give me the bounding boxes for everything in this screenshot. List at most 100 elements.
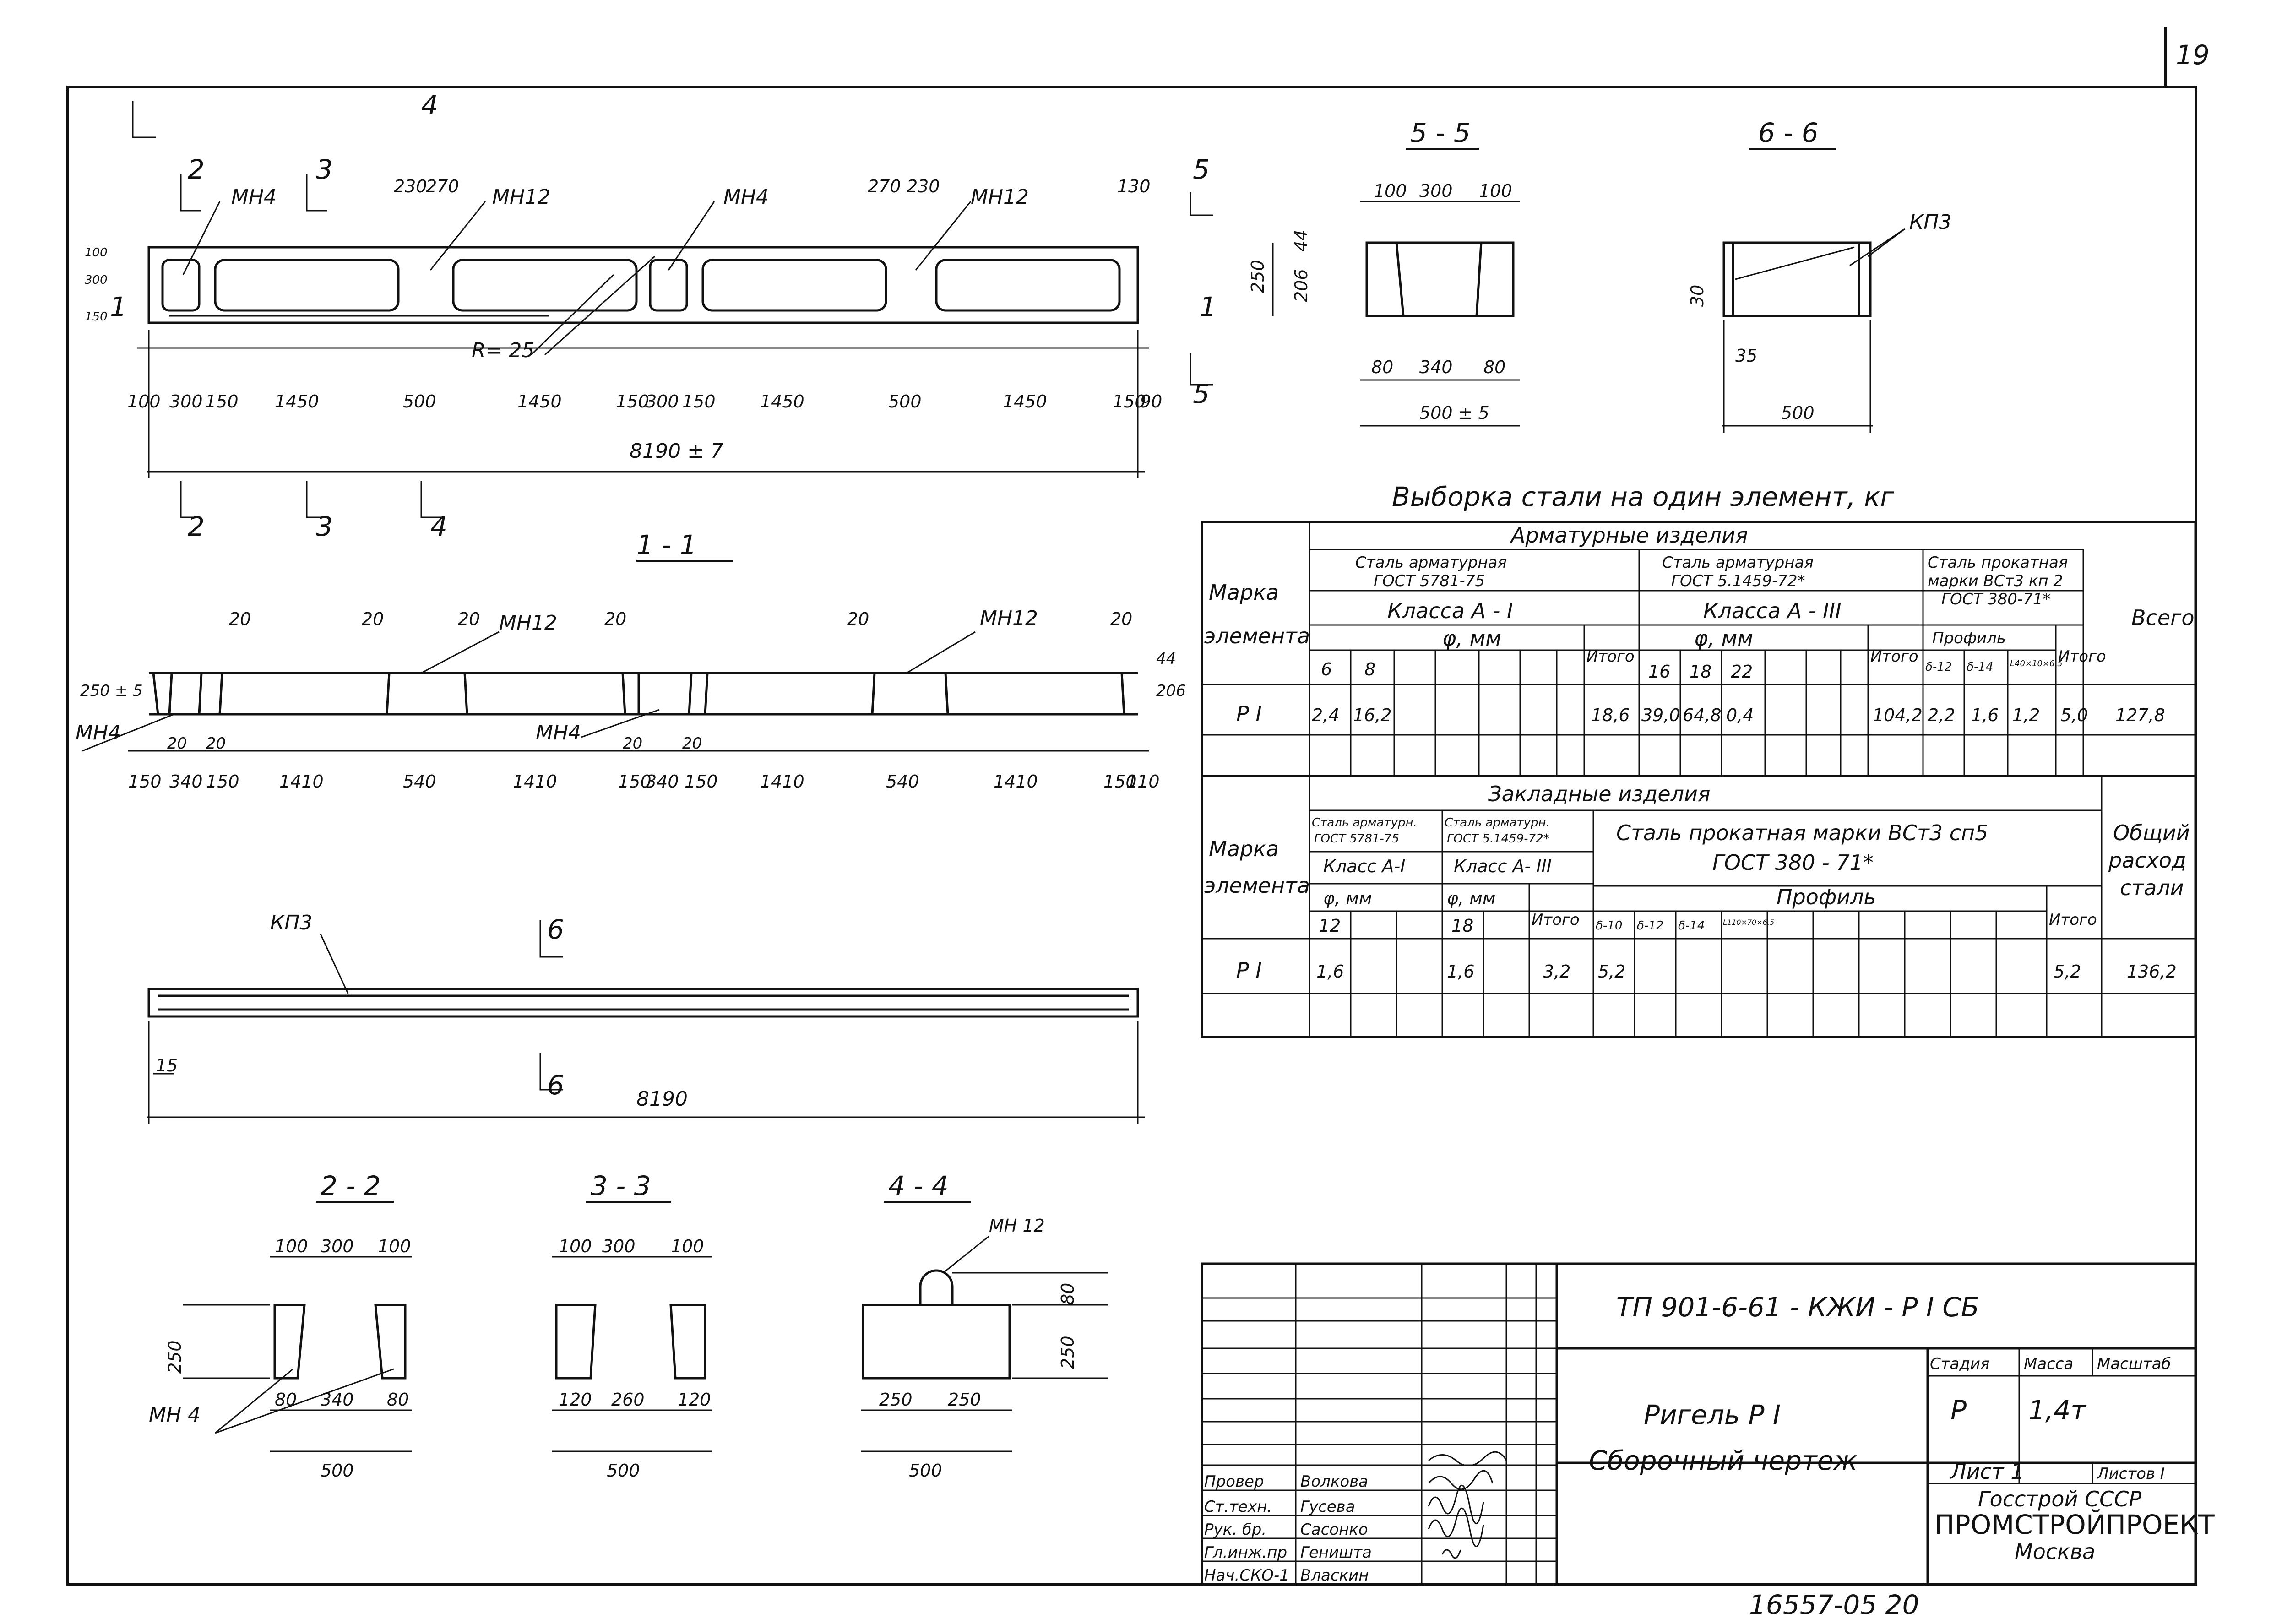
svg-text:Гусева: Гусева xyxy=(1300,1498,1355,1516)
cell: 1,6 xyxy=(1316,961,1344,982)
cell: 5,2 xyxy=(2054,961,2081,982)
table-title: Выборка стали на один элемент, кг xyxy=(1392,481,1894,512)
svg-text:1410: 1410 xyxy=(760,771,804,792)
col-stage: Стадия xyxy=(1930,1355,1989,1373)
profile-item: δ-14 xyxy=(1678,919,1705,933)
rolled: ГОСТ 380 - 71* xyxy=(1712,850,1874,875)
class-a3: Класса А - III xyxy=(1703,598,1842,623)
section-mark: 4 xyxy=(430,511,447,542)
dim: 230 xyxy=(394,176,427,196)
section-4-4: 4 - 4 МН 12 80 250 250 250 500 xyxy=(861,1170,1108,1481)
cell: 0,4 xyxy=(1726,705,1754,725)
section-mark: 3 xyxy=(316,154,333,185)
class-a1: Класса А - I xyxy=(1387,598,1513,623)
col-mark: Марка xyxy=(1209,836,1279,861)
diam: 18 xyxy=(1451,916,1473,936)
svg-text:Геништа: Геништа xyxy=(1300,1543,1372,1562)
section-mark: 1 xyxy=(110,291,127,322)
phi: φ, мм xyxy=(1323,888,1372,908)
profile: Профиль xyxy=(1932,629,2006,647)
svg-text:20: 20 xyxy=(604,609,626,629)
svg-text:Гл.инж.пр: Гл.инж.пр xyxy=(1204,1543,1287,1562)
svg-text:1410: 1410 xyxy=(994,771,1038,792)
all: Всего xyxy=(2131,605,2194,630)
cell: 2,4 xyxy=(1312,705,1339,725)
svg-text:Нач.СКО-1: Нач.СКО-1 xyxy=(1204,1566,1289,1585)
cell: 2,2 xyxy=(1928,705,1955,725)
section-mark: 2 xyxy=(188,154,205,185)
dim: 500 xyxy=(607,1461,640,1481)
section-title: 3 - 3 xyxy=(591,1170,651,1201)
profile-item: δ-12 xyxy=(1925,660,1952,674)
doc-code: ТП 901-6-61 - КЖИ - Р I СБ xyxy=(1616,1292,1979,1323)
svg-text:150: 150 xyxy=(616,391,649,412)
svg-text:150: 150 xyxy=(206,771,239,792)
svg-text:20: 20 xyxy=(206,734,226,753)
profile: Профиль xyxy=(1777,885,1876,909)
sec-mark: МН 4 xyxy=(149,1403,201,1427)
radius-label: R= 25 xyxy=(472,339,534,362)
section-1-1: 1 - 1 МН12 МН12 МН4 МН4 20 20 20 xyxy=(76,529,1186,792)
class-a3: Класс А- III xyxy=(1454,856,1552,876)
svg-text:1450: 1450 xyxy=(760,391,804,412)
steel-a1: Сталь арматурн. xyxy=(1312,816,1417,830)
svg-text:500: 500 xyxy=(888,391,922,412)
section-title: 5 - 5 xyxy=(1410,117,1471,148)
plan-mark: МН4 xyxy=(231,185,277,209)
cell: 39,0 xyxy=(1641,705,1680,725)
col-scale: Масштаб xyxy=(2097,1355,2171,1373)
bottom-code: 16557-05 20 xyxy=(1749,1589,1919,1620)
dim: 120 xyxy=(678,1390,711,1410)
svg-text:150: 150 xyxy=(618,771,652,792)
svg-text:90: 90 xyxy=(1140,391,1162,412)
svg-text:1450: 1450 xyxy=(1003,391,1047,412)
overall: стали xyxy=(2120,875,2184,900)
dim: 100 xyxy=(1479,181,1512,201)
svg-text:20: 20 xyxy=(167,734,187,753)
dim: 300 xyxy=(602,1236,636,1256)
svg-text:150: 150 xyxy=(1103,771,1137,792)
svg-text:300: 300 xyxy=(169,391,203,412)
svg-text:150: 150 xyxy=(128,771,162,792)
dim: 500 ± 5 xyxy=(1419,403,1489,423)
svg-text:150: 150 xyxy=(685,771,718,792)
svg-text:1410: 1410 xyxy=(279,771,324,792)
s11-bottom-dims: 150 340 150 1410 540 1410 150 340 150 14… xyxy=(128,771,1160,792)
profile-item: L110×70×6,5 xyxy=(1723,918,1774,927)
table-group: Закладные изделия xyxy=(1488,782,1711,806)
profile-item: δ-14 xyxy=(1967,660,1993,674)
part-name: Ригель Р I xyxy=(1644,1399,1781,1430)
profile-item: δ-12 xyxy=(1637,919,1663,933)
org: ПРОМСТРОЙПРОЕКТ xyxy=(1934,1509,2215,1540)
phi: φ, мм xyxy=(1447,888,1496,908)
mass: 1,4т xyxy=(2028,1395,2087,1426)
section-title: 4 - 4 xyxy=(888,1170,949,1201)
dim: 44 xyxy=(1291,230,1311,252)
section-title: 1 - 1 xyxy=(636,529,697,560)
dim: 230 xyxy=(907,176,940,196)
cell: 136,2 xyxy=(2127,961,2177,982)
row-mark: Р I xyxy=(1236,701,1262,726)
cell: 5,0 xyxy=(2060,705,2088,725)
side-mark: КП3 xyxy=(270,911,312,934)
page-number: 19 xyxy=(2176,39,2210,71)
svg-text:Власкин: Власкин xyxy=(1300,1566,1369,1585)
diam: 12 xyxy=(1319,916,1341,936)
dim: 250 xyxy=(165,1340,185,1374)
svg-text:Ст.техн.: Ст.техн. xyxy=(1204,1498,1272,1516)
section-5-5: 5 - 5 100 300 100 250 206 44 80 340 80 5… xyxy=(1248,117,1520,427)
dim: 250 xyxy=(879,1390,913,1410)
overall: расход xyxy=(2108,848,2186,873)
s11-inner-dims: 20 20 20 20 xyxy=(167,734,702,753)
dim: 260 xyxy=(611,1390,645,1410)
section-mark: 6 xyxy=(547,914,564,945)
cell: 3,2 xyxy=(1543,961,1570,982)
total: Итого xyxy=(1586,647,1635,666)
cell: 1,6 xyxy=(1447,961,1474,982)
plan-mark: МН12 xyxy=(492,185,550,209)
org: Госстрой СССР xyxy=(1978,1487,2141,1511)
org: Москва xyxy=(2015,1539,2095,1564)
dim: 80 xyxy=(1483,357,1505,377)
